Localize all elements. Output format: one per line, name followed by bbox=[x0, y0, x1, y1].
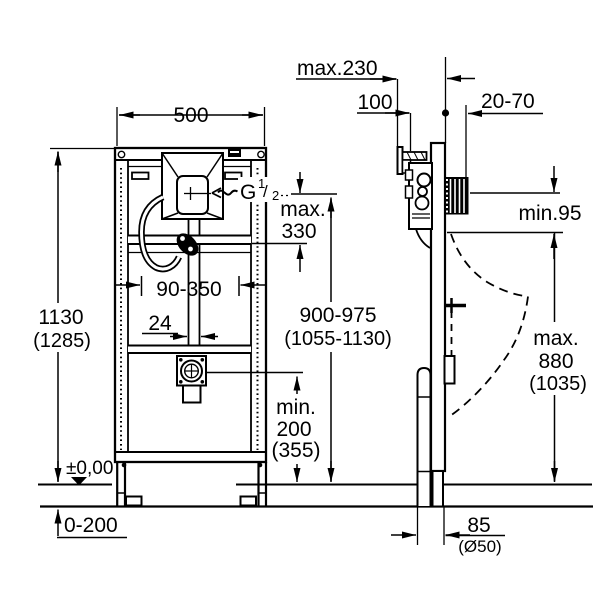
supply-hose bbox=[138, 194, 182, 273]
bracket-offset-label: 100 bbox=[357, 91, 392, 114]
dim-drain-85: 85 (Ø50) bbox=[391, 507, 505, 556]
outlet-min-line1: min. bbox=[276, 396, 316, 419]
urinal-outline-dashed bbox=[449, 233, 529, 417]
body-height-alt-label: (1055-1130) bbox=[284, 328, 391, 350]
inlet-max-line1: max. bbox=[280, 198, 326, 221]
dim-height-1130: 1130 (1285) bbox=[33, 147, 114, 482]
drain-fitting bbox=[176, 355, 207, 404]
frame-profile-side bbox=[429, 141, 447, 473]
dim-urinal-max880: max. 880 (1035) bbox=[529, 233, 587, 482]
body-height-label: 900-975 bbox=[299, 304, 376, 327]
floor-lines bbox=[38, 483, 593, 508]
wall-bracket bbox=[396, 146, 428, 175]
drain-offset-label: 85 bbox=[467, 514, 490, 537]
dim-width-label: 500 bbox=[173, 104, 208, 127]
floor-level-marker: ±0,00 bbox=[66, 458, 113, 486]
corner-screw-left bbox=[117, 150, 126, 159]
fixing-bolt bbox=[444, 298, 466, 313]
inlet-thread-slash: / bbox=[263, 182, 268, 201]
dim-fixing-range: 90-350 bbox=[115, 276, 266, 301]
foot-plate-right bbox=[239, 495, 257, 507]
fixing-range-label: 90-350 bbox=[156, 278, 221, 301]
wall-sleeve-block bbox=[444, 177, 469, 215]
dim-width-500: 500 bbox=[116, 104, 266, 146]
drain-pipe-side bbox=[416, 366, 432, 506]
hanger-slot-right bbox=[224, 171, 243, 180]
frame-feet bbox=[116, 462, 268, 507]
urinal-max-line1: max. bbox=[533, 327, 579, 350]
inlet-max-line2: 330 bbox=[281, 220, 316, 243]
valve-housing bbox=[404, 162, 433, 249]
leg-bolt-right bbox=[257, 462, 263, 468]
datum-dot bbox=[441, 109, 450, 117]
level-triangle-icon bbox=[71, 477, 87, 486]
dim-clearance-min95: min.95 bbox=[447, 166, 582, 259]
dim-height-alt-label: (1285) bbox=[33, 330, 91, 352]
dim-floor-adjust: 0-200 bbox=[54, 509, 127, 539]
top-clip bbox=[228, 147, 241, 157]
side-view bbox=[396, 141, 529, 508]
corner-screw-right bbox=[257, 150, 265, 159]
floor-level-label: ±0,00 bbox=[66, 458, 113, 479]
urinal-max-line2: 880 bbox=[538, 350, 573, 373]
dim-inlet-max-330: max. 330 bbox=[252, 172, 326, 272]
dim-flush-pipe-24: 24 bbox=[142, 312, 218, 340]
inlet-thread-callout: G 1 / 2 bbox=[211, 176, 337, 204]
outlet-min-line3: (355) bbox=[271, 439, 320, 462]
outlet-min-line2: 200 bbox=[276, 418, 311, 441]
dim-height-label: 1130 bbox=[38, 306, 83, 329]
center-cross-icon bbox=[184, 187, 197, 200]
inlet-thread-g: G bbox=[240, 181, 256, 204]
inlet-thread-den: 2 bbox=[272, 188, 279, 203]
hanger-slot-left bbox=[131, 171, 150, 180]
cross-rail-lower bbox=[128, 344, 251, 354]
floor-adjust-label: 0-200 bbox=[64, 514, 118, 537]
flush-connection-box bbox=[161, 152, 224, 220]
profile-foot-side bbox=[431, 470, 444, 508]
foot-plate-left bbox=[125, 495, 143, 507]
leg-bolt-left bbox=[121, 462, 127, 468]
dim-body-height: 900-975 (1055-1130) bbox=[284, 197, 392, 482]
outlet-box-side bbox=[443, 355, 456, 385]
dim-bracket-100: 100 bbox=[357, 91, 450, 151]
dim-outlet-min-200: min. 200 (355) bbox=[271, 376, 321, 482]
wavy-arrow-icon bbox=[211, 187, 239, 199]
urinal-max-line3: (1035) bbox=[529, 373, 587, 395]
depth-max-label: max.230 bbox=[297, 57, 378, 80]
dim-wall-20-70: 20-70 bbox=[465, 90, 543, 177]
clearance-min-label: min.95 bbox=[518, 202, 581, 225]
angle-valve bbox=[176, 233, 199, 256]
wall-thickness-label: 20-70 bbox=[481, 90, 535, 113]
flush-pipe-width-label: 24 bbox=[148, 312, 172, 335]
drain-diameter-label: (Ø50) bbox=[458, 537, 501, 556]
inlet-thread-num: 1 bbox=[258, 176, 265, 191]
